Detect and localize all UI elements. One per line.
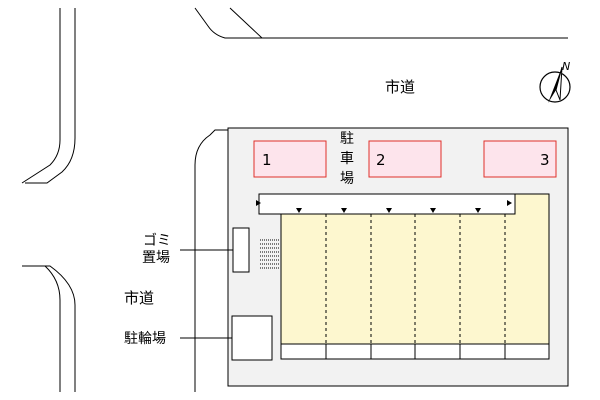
unit-dividers [325, 214, 506, 344]
entrance-arrow-left [256, 200, 261, 206]
garbage-label-line1: ゴミ [143, 232, 171, 249]
entrance-arrow-right [507, 200, 512, 206]
garbage-area[interactable] [232, 227, 250, 273]
north-road-edge-upper [229, 7, 568, 39]
balcony-2 [325, 343, 372, 360]
west-road-edge-right-upper [25, 8, 76, 184]
balcony-6 [504, 343, 550, 360]
compass-arrow-outline [555, 66, 563, 101]
entrance-arrow-1 [296, 208, 302, 213]
west-road-label: 市道 [124, 289, 154, 307]
balconies [280, 343, 550, 360]
compass-arrow-icon [548, 67, 562, 103]
balcony-1 [280, 343, 327, 360]
parking-space-3[interactable] [483, 140, 557, 178]
north-road-edge-lower [194, 7, 262, 39]
entrance-arrow-5 [475, 208, 481, 213]
parking-space-2-number: 2 [376, 151, 386, 169]
garbage-label-line2: 置場 [142, 250, 170, 266]
building [256, 193, 550, 360]
balcony-5 [459, 343, 506, 360]
building-corridor [258, 193, 516, 215]
compass-north-letter: N [562, 60, 570, 73]
bicycle-parking-label: 駐輪場 [124, 330, 166, 347]
parking-space-3-number: 3 [540, 151, 550, 169]
parking-space-2[interactable] [368, 140, 442, 178]
parking-area: 1 2 3 駐 車 場 [253, 131, 557, 187]
parking-label-char-1: 駐 [340, 131, 354, 147]
parking-space-1-number: 1 [262, 151, 272, 169]
west-road-edge-left-lower [22, 265, 61, 392]
balcony-3 [370, 343, 416, 360]
parking-label-char-3: 場 [340, 171, 354, 187]
north-road-label: 市道 [385, 78, 415, 96]
west-road [21, 8, 262, 392]
north-road [194, 7, 568, 39]
balcony-4 [414, 343, 461, 360]
entrance-arrow-3 [386, 208, 392, 213]
entrance-arrow-4 [430, 208, 436, 213]
parking-label-char-2: 車 [340, 150, 354, 167]
bicycle-parking[interactable] [231, 315, 273, 361]
compass: N [539, 60, 571, 103]
parking-space-1[interactable] [253, 140, 327, 178]
entrance-arrow-2 [341, 208, 347, 213]
site-west-boundary [194, 129, 262, 392]
entrance-arrows [256, 200, 512, 213]
west-road-edge-left-upper [21, 8, 61, 184]
west-road-edge-right-lower [38, 265, 76, 392]
